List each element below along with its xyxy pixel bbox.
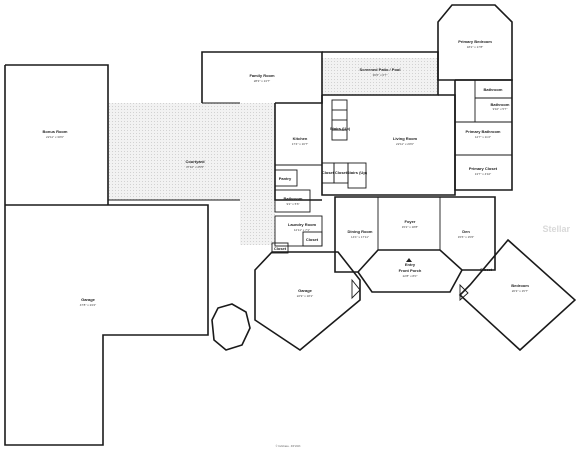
room-label: Primary Closet (469, 166, 498, 171)
room-label: Stairs (Up) (330, 126, 351, 131)
watermark: Stellar (542, 224, 570, 234)
room-dim: 9'10" x 5'7" (493, 107, 508, 111)
room-label: Laundry Room (288, 222, 317, 227)
room-label: Stairs (Up) (347, 170, 368, 175)
room-label: Foyer (405, 219, 416, 224)
room-dim: 22'9" x 18'1" (297, 294, 313, 298)
room-label: Garage (298, 288, 313, 293)
room-dim: 37'10" x 25'5" (186, 165, 204, 169)
room-dim: 22'11" x 20'6" (396, 142, 414, 146)
room-label: Primary Bathroom (466, 129, 501, 134)
room-dim: 22'8" x 8'0" (403, 274, 418, 278)
room-label: Kitchen (293, 136, 308, 141)
room-dim: 9'2" x 5'6" (286, 202, 299, 206)
north-arrow-icon (406, 258, 412, 262)
room-dim: 13'7" x 4'10" (475, 172, 491, 176)
main-house-walls (201, 4, 576, 352)
room-label: Bathroom (284, 196, 303, 201)
room-dim: 20'3" x 15'7" (512, 289, 528, 293)
room-dim: 18'2" x 17'8" (467, 45, 483, 49)
room-dim: 47'8" x 23'2" (80, 303, 96, 307)
room-dim: 22'11" x 30'6" (46, 135, 64, 139)
left-wing-walls (4, 64, 240, 446)
room-label: Closet (306, 237, 319, 242)
room-label: Garage (81, 297, 96, 302)
room-dim: 36'6" x 6'7" (373, 73, 388, 77)
room-dim: 12'7" x 11'2" (475, 135, 491, 139)
room-label: Bonus Room (43, 129, 68, 134)
room-label: Pantry (279, 176, 292, 181)
room-label: Closet (322, 170, 335, 175)
room-dim: 17'4" x 16'7" (292, 142, 308, 146)
room-label: Family Room (249, 73, 275, 78)
room-label: Dining Room (348, 229, 373, 234)
room-label: Front Porch (399, 268, 422, 273)
room-dim: 14'1" x 17'11" (351, 235, 369, 239)
room-label: Closet (335, 170, 348, 175)
room-label: Entry (405, 262, 416, 267)
room-label: Screened Patio / Pool (360, 67, 401, 72)
footer-credit: © CubiCasa · ZIP 2023 (276, 445, 301, 448)
room-label: Bathroom (491, 102, 510, 107)
room-dim: 15'2" x 18'8" (402, 225, 418, 229)
room-label: Living Room (393, 136, 418, 141)
room-label: Bedroom (511, 283, 529, 288)
room-label: Primary Bedroom (458, 39, 492, 44)
room-label: Closet (274, 246, 287, 251)
hatched-areas (108, 58, 438, 245)
room-dim: 15'6" x 15'6" (458, 235, 474, 239)
room-dim: 12'11" x 7'1" (294, 228, 310, 232)
room-label: Courtyard (185, 159, 205, 164)
room-labels: Bonus Room 22'11" x 30'6" Courtyard 37'1… (43, 39, 530, 307)
room-label: Den (462, 229, 470, 234)
room-label: Closet (480, 267, 493, 272)
room-dim: 28'3" x 13'7" (254, 79, 270, 83)
room-label: Bathroom (484, 87, 503, 92)
